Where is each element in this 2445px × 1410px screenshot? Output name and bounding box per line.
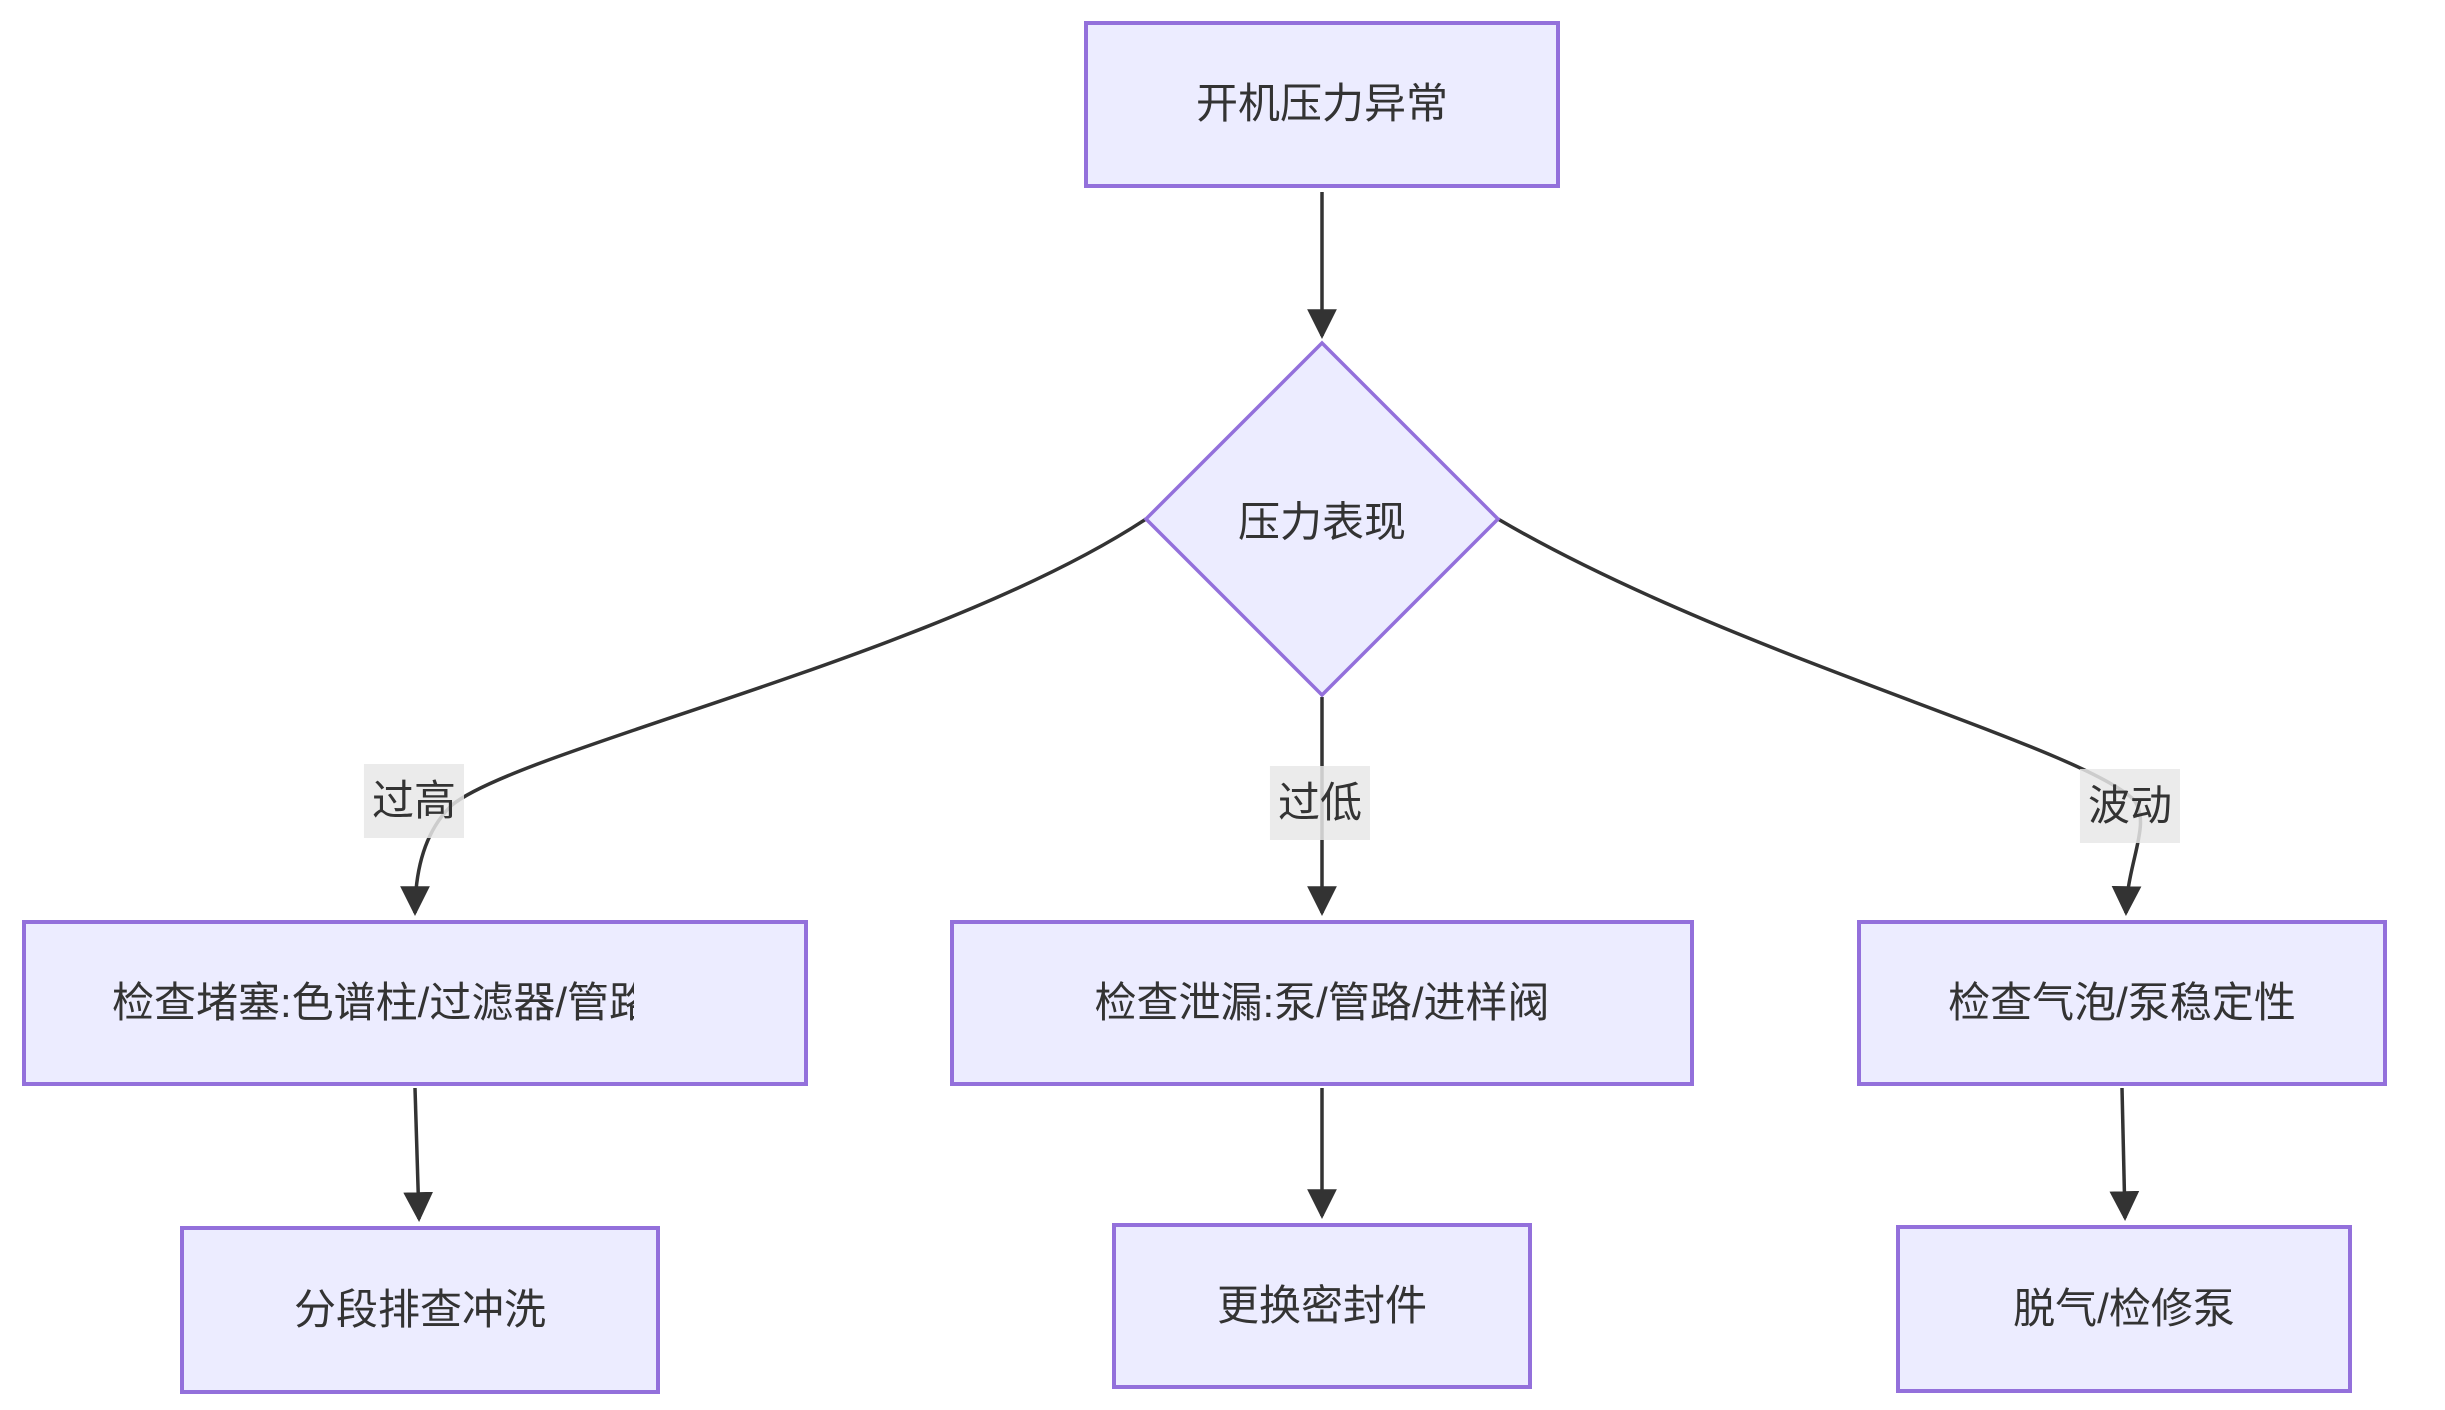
edge-label-fluctuation: 波动 xyxy=(2079,769,2181,843)
node-flush-label: 分段排查冲洗 xyxy=(293,1285,546,1333)
node-decision-label: 压力表现 xyxy=(1237,498,1407,546)
node-degas: 脱气/检修泵 xyxy=(1896,1225,2352,1393)
edge-decision-check-blockage xyxy=(400,517,1147,916)
node-replace-seal: 更换密封件 xyxy=(1112,1223,1532,1389)
node-start: 开机压力异常 xyxy=(1084,21,1560,188)
edge-label-high: 过高 xyxy=(363,764,465,838)
node-check-blockage: 检查堵塞:色谱柱/过滤器/管路 xyxy=(22,920,808,1086)
edge-decision-check-bubble xyxy=(1497,517,2143,916)
edge-check-blockage-flush xyxy=(403,1087,434,1222)
edge-check-bubble-degas xyxy=(2109,1087,2140,1221)
node-degas-label: 脱气/检修泵 xyxy=(2013,1284,2235,1332)
node-check-bubble-label: 检查气泡/泵稳定性 xyxy=(1948,978,2296,1026)
node-check-leak-label: 检查泄漏:泵/管路/进样阀 xyxy=(1094,978,1550,1026)
node-check-bubble: 检查气泡/泵稳定性 xyxy=(1857,920,2387,1086)
node-flush: 分段排查冲洗 xyxy=(180,1226,660,1394)
node-check-leak: 检查泄漏:泵/管路/进样阀 xyxy=(950,920,1694,1086)
node-start-label: 开机压力异常 xyxy=(1195,80,1448,128)
edge-label-low: 过低 xyxy=(1269,766,1371,840)
node-replace-seal-label: 更换密封件 xyxy=(1216,1281,1427,1329)
node-decision-shape xyxy=(1143,340,1501,698)
node-check-blockage-label: 检查堵塞:色谱柱/过滤器/管路 xyxy=(112,978,634,1026)
